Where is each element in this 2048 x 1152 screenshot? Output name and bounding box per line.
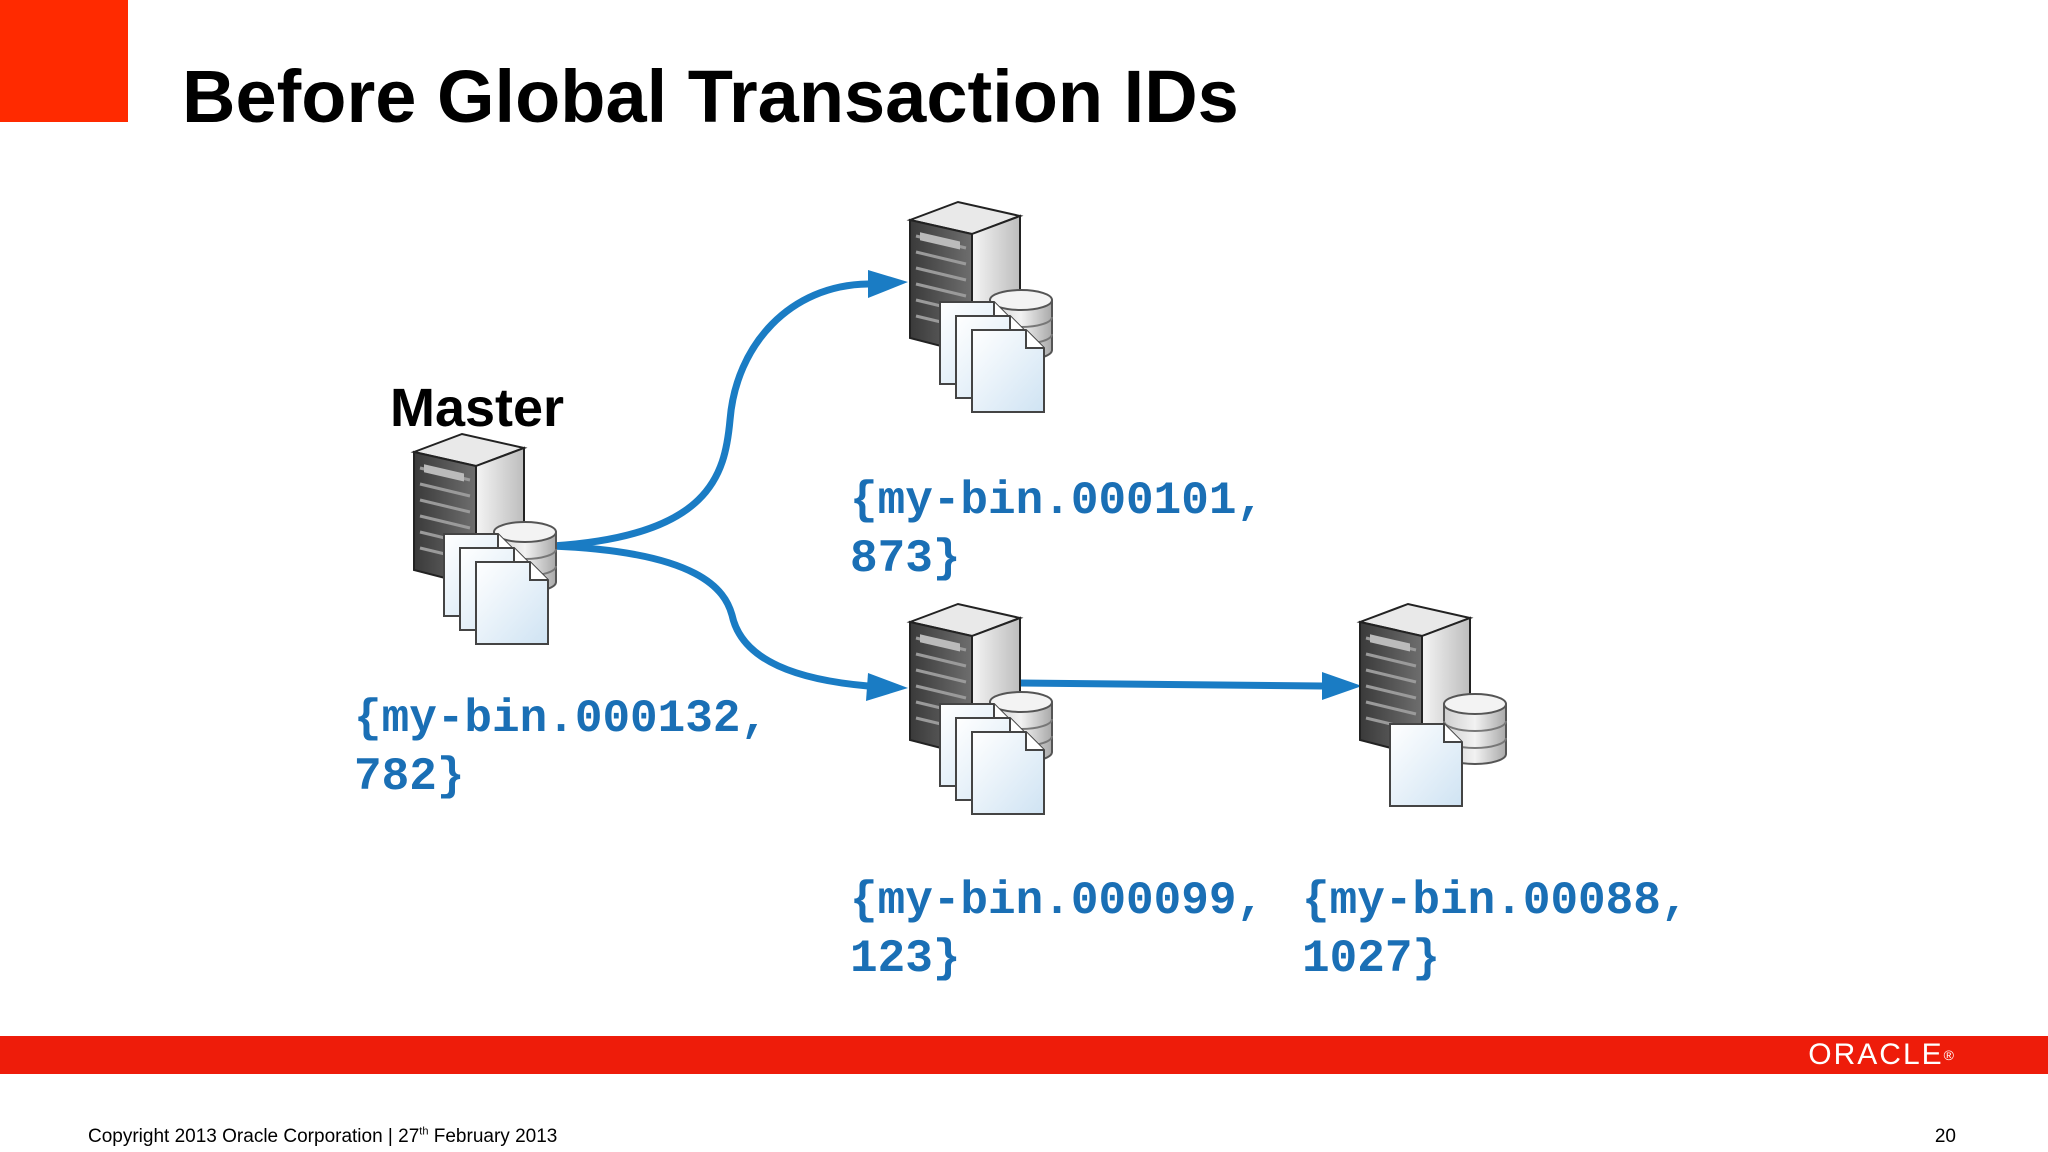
right-slave-position-label: {my-bin.00088,1027} xyxy=(1302,875,1689,985)
middle-slave-server-icon xyxy=(910,604,1052,814)
arrow-master-to-top-slave xyxy=(548,280,872,550)
middle-slave-position-label: {my-bin.000099,123} xyxy=(850,875,1265,985)
top-slave-server-icon xyxy=(910,202,1052,412)
master-label: Master xyxy=(390,378,565,438)
footer-bar xyxy=(0,1036,2048,1074)
right-slave-server-icon xyxy=(1360,604,1506,806)
copyright-notice: Copyright 2013 Oracle Corporation | 27th… xyxy=(88,1125,558,1147)
top-slave-position-label: {my-bin.000101,873} xyxy=(850,475,1265,585)
accent-square xyxy=(0,0,128,122)
arrowhead-middle xyxy=(866,673,908,701)
arrow-middle-to-right-slave xyxy=(1016,679,1326,690)
oracle-logo: ORACLE® xyxy=(1808,1038,1956,1071)
arrowhead-right xyxy=(1322,672,1362,700)
slide-title: Before Global Transaction IDs xyxy=(182,55,1239,138)
arrowhead-top xyxy=(868,270,908,298)
master-position-label: {my-bin.000132,782} xyxy=(354,693,769,803)
arrow-master-to-middle-slave xyxy=(548,542,872,690)
page-number: 20 xyxy=(1934,1126,1956,1147)
master-server-icon xyxy=(414,434,556,644)
